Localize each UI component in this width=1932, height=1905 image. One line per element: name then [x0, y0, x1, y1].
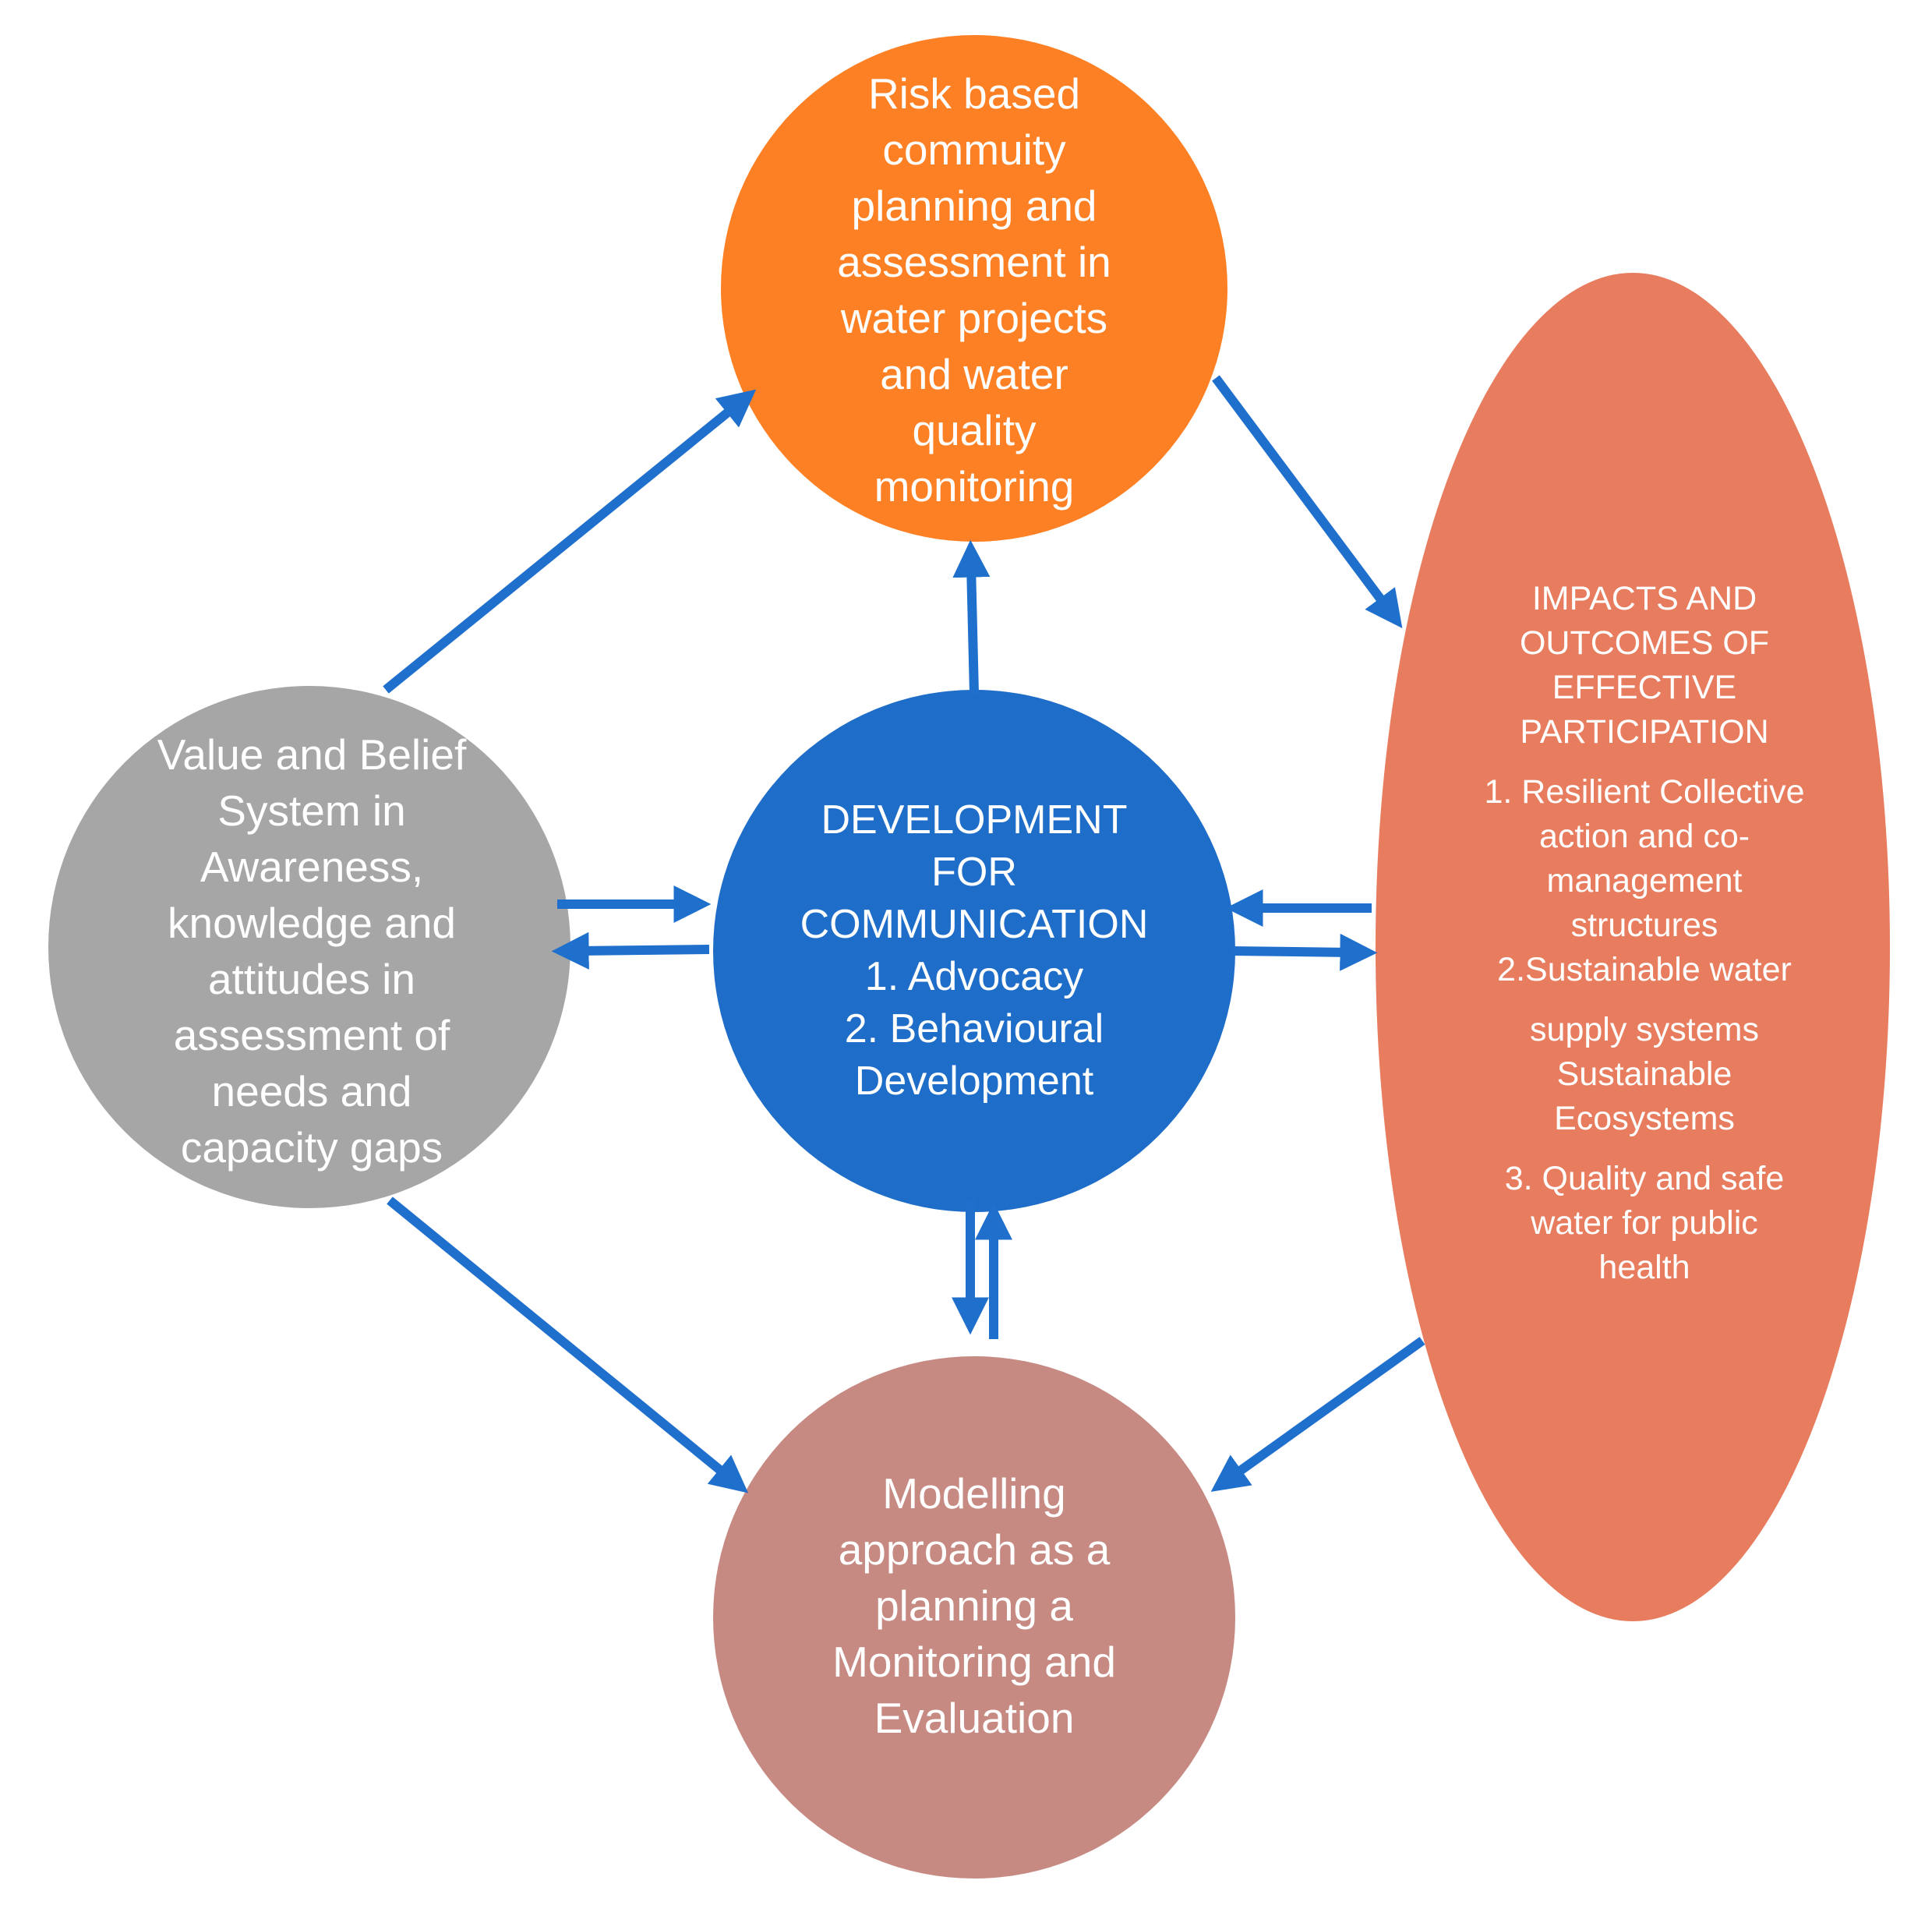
center-node-line: FOR — [931, 850, 1017, 895]
bottom-node-line: planning a — [875, 1582, 1073, 1630]
left-node-line: needs and — [211, 1067, 412, 1115]
center-node-line: COMMUNICATION — [800, 902, 1149, 947]
impacts-heading-line: IMPACTS AND — [1531, 580, 1757, 617]
left-node-line: Awareness, — [200, 843, 424, 891]
left-node-line: capacity gaps — [180, 1123, 443, 1172]
top-node-text: Risk based commuity planning and assessment… — [740, 56, 1208, 524]
impacts-item-1-line: structures — [1570, 907, 1718, 944]
bottom-node-line: Evaluation — [874, 1694, 1075, 1742]
impacts-heading-line: OUTCOMES OF — [1519, 624, 1770, 662]
impacts-heading: IMPACTS AND OUTCOMES OF EFFECTIVE PARTICIPA… — [1520, 577, 1769, 755]
right-node-text: IMPACTS AND OUTCOMES OF EFFECTIVE PARTICIPA… — [1387, 577, 1902, 1325]
impacts-item-3: 3. Quality and safe water for public healt… — [1505, 1157, 1785, 1290]
impacts-heading-line: EFFECTIVE — [1552, 669, 1737, 706]
impacts-item-3-line: health — [1598, 1249, 1690, 1286]
left-node-line: System in — [217, 786, 406, 835]
center-node-line: DEVELOPMENT — [821, 797, 1128, 843]
arrow-center-to-right — [1231, 933, 1378, 971]
impacts-item-2-line: Ecosystems — [1554, 1100, 1735, 1137]
impacts-item-1: 1. Resilient Collective action and co-man… — [1484, 770, 1804, 992]
top-node-line: planning and — [851, 182, 1097, 230]
impacts-item-1-line: management — [1546, 862, 1743, 899]
impacts-item-1-line: 2.Sustainable water — [1497, 951, 1792, 988]
left-node-line: attitudes in — [207, 955, 415, 1003]
center-node-line: 1. Advocacy — [864, 954, 1084, 999]
arrow-center-to-left — [551, 931, 710, 970]
impacts-heading-line: PARTICIPATION — [1520, 713, 1769, 751]
center-node-line: Development — [854, 1059, 1094, 1104]
top-node-line: and water — [880, 350, 1068, 398]
top-node-line: water projects — [840, 294, 1108, 342]
left-node-line: Value and Belief — [157, 730, 467, 779]
arrow-right-to-bottom — [1210, 1337, 1425, 1492]
impacts-item-3-line: 3. Quality and safe — [1504, 1160, 1785, 1197]
arrow-top-to-right — [1212, 375, 1403, 628]
impacts-item-1-line: 1. Resilient Collective — [1484, 773, 1805, 811]
bottom-node-text: Modelling approach as a planning a Monitori… — [733, 1450, 1216, 1762]
right-ellipse — [1376, 273, 1890, 1621]
center-node-line: 2. Behavioural — [844, 1006, 1104, 1051]
top-node-line: commuity — [882, 125, 1066, 174]
arrow-left-to-top — [383, 389, 757, 694]
top-node-line: quality — [912, 406, 1037, 454]
left-node-line: knowledge and — [167, 899, 456, 947]
bottom-circle — [713, 1356, 1235, 1878]
top-circle — [721, 35, 1227, 542]
top-node-line: monitoring — [874, 462, 1075, 511]
top-node-line: assessment in — [837, 238, 1111, 286]
bottom-node-line: Monitoring and — [832, 1638, 1116, 1686]
impacts-item-2-line: supply systems — [1530, 1011, 1759, 1048]
left-node-line: assessment of — [173, 1011, 450, 1059]
arrow-center-to-top — [952, 539, 991, 694]
center-circle — [713, 690, 1235, 1212]
bottom-node-line: approach as a — [838, 1525, 1111, 1574]
bottom-node-line: Modelling — [882, 1469, 1066, 1518]
arrow-left-to-bottom — [387, 1196, 749, 1493]
left-circle — [48, 686, 570, 1208]
center-node-text: DEVELOPMENT FOR COMMUNICATION 1. Advocacy 2.… — [725, 779, 1224, 1122]
impacts-item-3-line: water for public — [1531, 1204, 1758, 1242]
impacts-item-2-line: Sustainable — [1556, 1055, 1732, 1093]
impacts-item-1-line: action and co- — [1538, 818, 1750, 855]
top-node-line: Risk based — [867, 69, 1081, 118]
